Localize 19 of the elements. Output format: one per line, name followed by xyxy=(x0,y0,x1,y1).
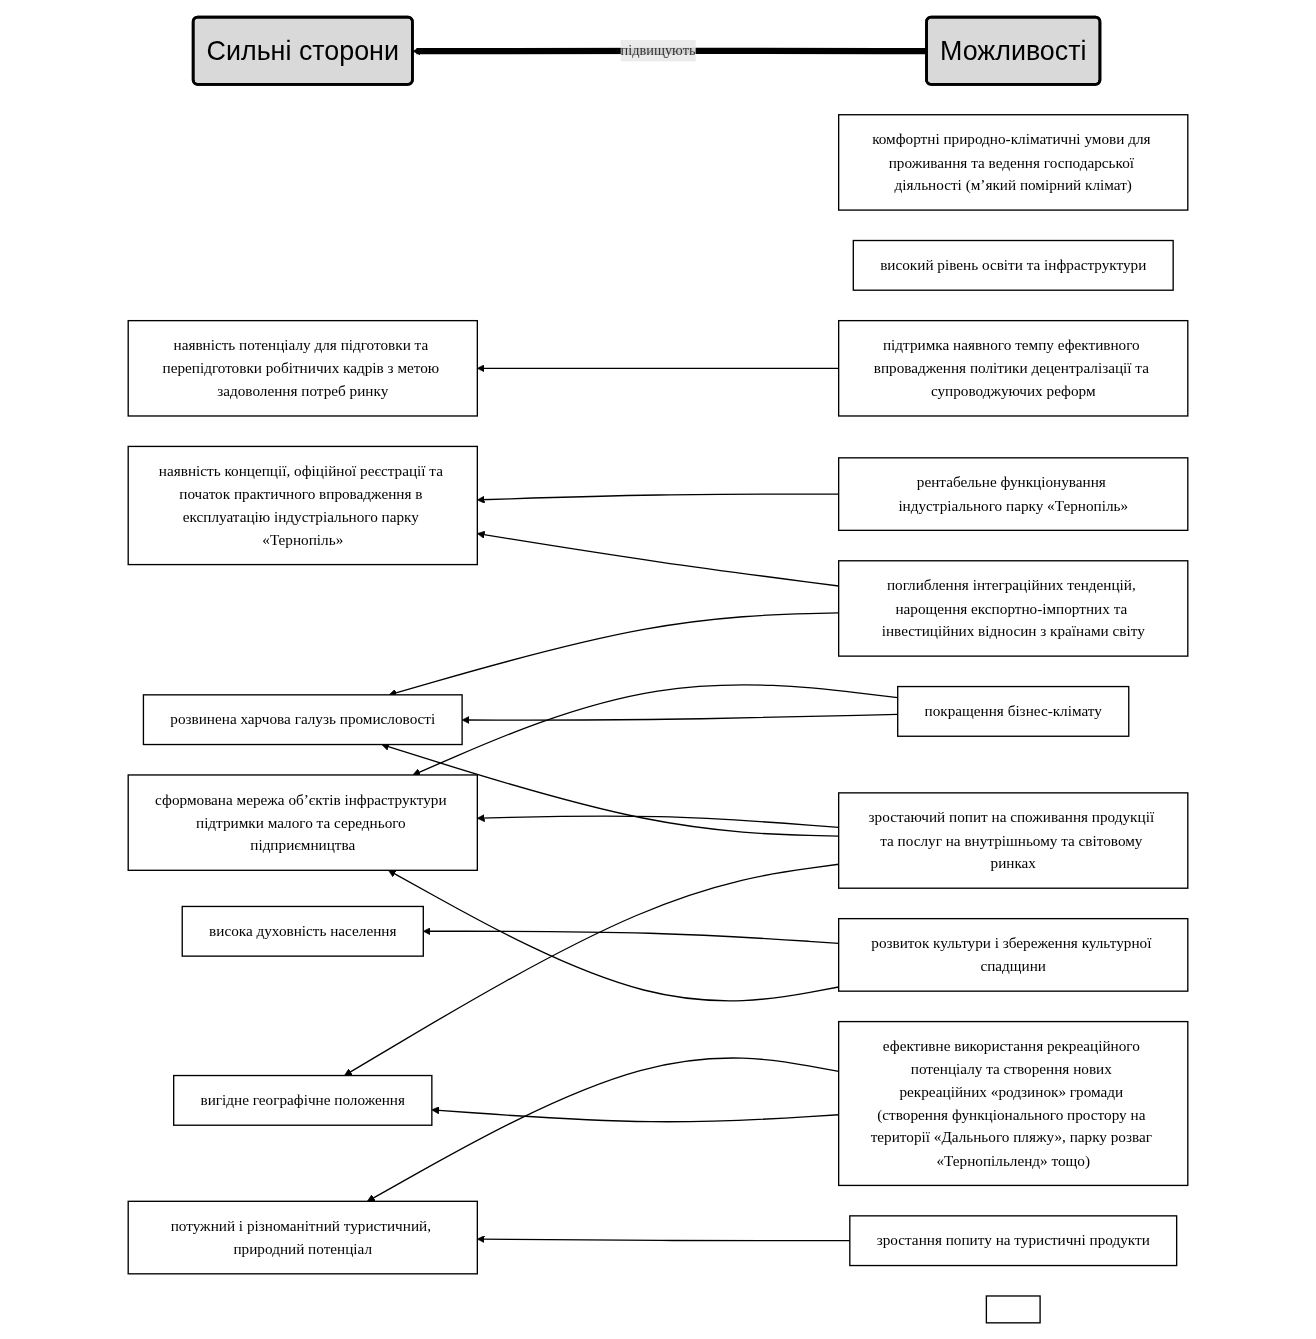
node-box: високий рівень освіти та інфраструктури xyxy=(852,239,1174,291)
node-box: зростаючий попит на споживання продукції та послуг на внутрішньому та світовому ринках xyxy=(838,791,1189,889)
node-box: поглиблення інтеграційних тенденцій, нарощення експортно-імпортних та інвестиційних відносин з країнами світу xyxy=(838,559,1189,657)
edge-label: підвищують xyxy=(620,42,696,58)
node-box: сформована мережа об’єктів інфраструктури підтримки малого та середнього підприємництва xyxy=(127,773,478,871)
node-box: покращення бізнес-клімату xyxy=(897,685,1130,737)
node-box: підтримка наявного темпу ефективного впровадження політики децентралізації та супроводжуючих реформ xyxy=(838,319,1189,417)
node-box: наявність концепції, офіційної реєстрації та початок практичного впровадження в експлуатацію індустріального парку «Тернопіль» xyxy=(127,445,478,565)
node-box: ефективне використання рекреаційного потенціалу та створення нових рекреаційних «родзинок» громади (створення функціонального простору на території «Дальнього пляжу», парку розваг «Тернопільленд» тощо) xyxy=(838,1020,1189,1186)
node-box xyxy=(985,1294,1041,1323)
node-box: розвиток культури і збереження культурної спадщини xyxy=(838,917,1189,992)
node-box: висока духовність населення xyxy=(181,905,424,957)
node-box: зростання попиту на туристичні продукти xyxy=(849,1214,1178,1266)
node-box: розвинена харчова галузь промисловості xyxy=(142,693,463,745)
node-box: рентабельне функціонування індустріального парку «Тернопіль» xyxy=(838,456,1189,531)
node-box: потужний і різноманітний туристичний, природний потенціал xyxy=(127,1200,478,1274)
node-box: наявність потенціалу для підготовки та перепідготовки робітничих кадрів з метою задоволення потреб ринку xyxy=(127,319,478,417)
node-box: комфортні природно-кліматичні умови для проживання та ведення господарської діяльності (м’який помірний клімат) xyxy=(838,113,1189,211)
node-box: вигідне географічне положення xyxy=(173,1074,433,1126)
